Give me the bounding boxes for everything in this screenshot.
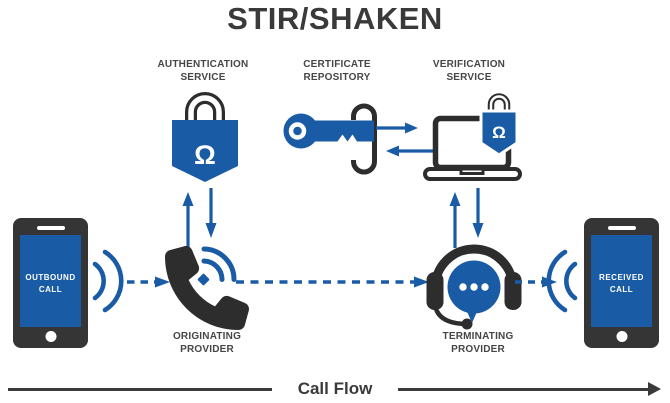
phone-received: RECEIVED CALL — [584, 218, 659, 348]
phone-home-button — [45, 331, 56, 342]
call-flow-line-left — [8, 388, 272, 391]
dashed-arrow-originating-to-terminating — [236, 276, 429, 288]
shield-lock-icon: Ω — [479, 93, 519, 157]
call-flow-arrowhead-icon — [648, 382, 661, 396]
signal-waves-icon — [546, 249, 578, 313]
arrow-down-icon — [205, 223, 217, 238]
label-terminating-provider: TERMINATING PROVIDER — [442, 331, 514, 355]
verification-terminating-arrows — [449, 188, 484, 248]
arrow-right-icon — [414, 276, 429, 288]
key-icon — [283, 103, 377, 175]
laptop-icon: Ω — [423, 93, 522, 181]
phone-outbound: OUTBOUND CALL — [13, 218, 88, 348]
page-title: STIR/SHAKEN — [227, 1, 443, 36]
auth-originating-arrows — [182, 188, 217, 248]
handset-signal-waves-icon — [197, 246, 237, 286]
arrow-right-icon — [405, 122, 418, 134]
microphone-icon — [461, 318, 473, 330]
call-flow-label: Call Flow — [297, 379, 373, 398]
phone-screen: RECEIVED CALL — [591, 235, 652, 327]
phone-screen: OUTBOUND CALL — [20, 235, 81, 327]
key-laptop-exchange-arrows — [376, 122, 434, 157]
phone-home-button — [616, 331, 627, 342]
arrow-right-icon — [155, 276, 170, 288]
padlock-icon: Ω — [172, 92, 238, 182]
label-certificate-repository: CERTIFICATE REPOSITORY — [303, 59, 371, 83]
label-verification-service: VERIFICATION SERVICE — [432, 59, 506, 83]
arrow-up-icon — [449, 192, 461, 206]
headset-icon — [426, 244, 522, 330]
label-originating-provider: ORIGINATING PROVIDER — [172, 331, 242, 355]
phone-speaker-bar — [36, 226, 65, 230]
arrow-down-icon — [472, 223, 484, 238]
dashed-arrow-phone-to-originating — [127, 276, 170, 288]
arrow-left-icon — [386, 145, 399, 157]
keyhole-icon: Ω — [194, 140, 216, 170]
keyhole-icon: Ω — [492, 123, 506, 142]
phone-speaker-bar — [607, 226, 636, 230]
call-flow-line-right — [398, 388, 649, 391]
label-authentication-service: AUTHENTICATION SERVICE — [157, 59, 249, 83]
signal-waves-icon — [92, 249, 124, 313]
arrow-up-icon — [182, 192, 194, 206]
handset-icon — [165, 245, 250, 330]
